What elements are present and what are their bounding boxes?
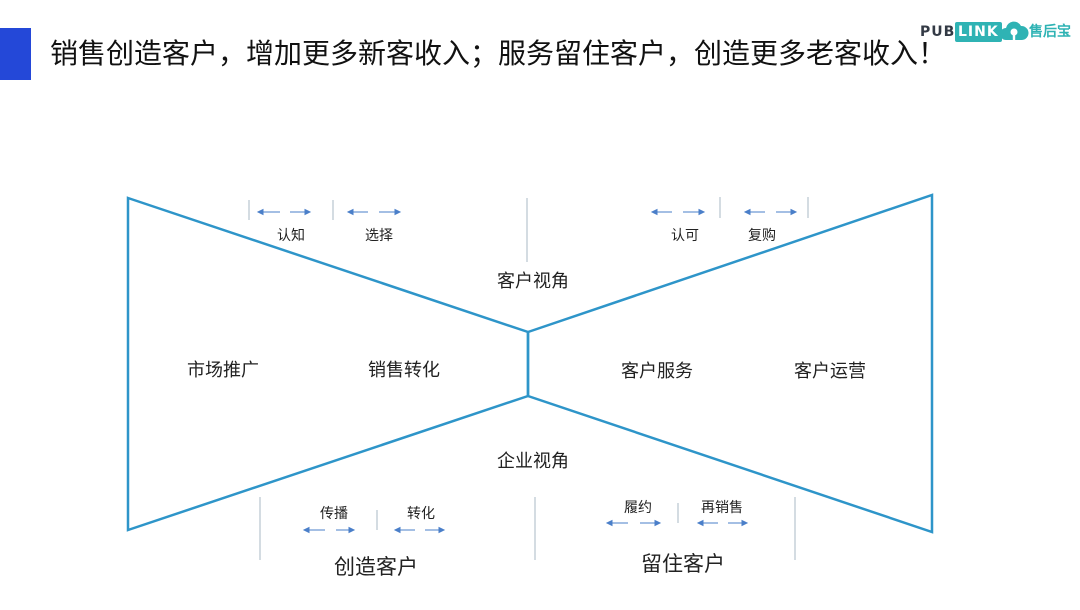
quadrant-sales-conversion: 销售转化 — [368, 360, 440, 381]
arrow-fulfillment — [605, 519, 662, 527]
title-accent-bar — [0, 28, 31, 80]
enterprise-perspective-label: 企业视角 — [497, 451, 569, 472]
divider-lines — [248, 197, 809, 560]
arrow-repurchase — [743, 208, 798, 216]
logo-brand-cn: 售后宝 — [1029, 24, 1071, 40]
stage-repurchase: 复购 — [748, 228, 776, 244]
arrow-awareness — [256, 208, 312, 216]
quadrant-market-promotion: 市场推广 — [187, 360, 259, 381]
group-create-customers: 创造客户 — [334, 555, 418, 579]
stage-approval: 认可 — [671, 228, 699, 244]
arrow-resale — [696, 519, 749, 527]
customer-perspective-label: 客户视角 — [497, 271, 569, 292]
stage-arrows — [256, 208, 798, 534]
quadrant-customer-operation: 客户运营 — [794, 361, 866, 382]
right-funnel-shape — [526, 193, 934, 534]
arrow-approval — [650, 208, 706, 216]
stage-conversion: 转化 — [407, 506, 435, 522]
stage-choice: 选择 — [365, 228, 393, 244]
stage-awareness: 认知 — [277, 228, 305, 244]
arrow-conversion — [393, 526, 446, 534]
page-title: 销售创造客户，增加更多新客收入；服务留住客户，创造更多老客收入！ — [50, 37, 947, 70]
stage-spread: 传播 — [320, 506, 348, 522]
arrow-spread — [302, 526, 356, 534]
logo-pub-text: PUB — [920, 24, 956, 40]
group-retain-customers: 留住客户 — [641, 552, 725, 576]
stage-resale: 再销售 — [701, 500, 743, 516]
stage-fulfillment: 履约 — [624, 500, 652, 516]
arrow-choice — [346, 208, 402, 216]
quadrant-customer-service: 客户服务 — [621, 361, 693, 382]
bowtie-outline — [126, 193, 934, 534]
cloud-wrench-icon — [1000, 21, 1029, 40]
logo-link-text: LINK — [955, 22, 1002, 42]
